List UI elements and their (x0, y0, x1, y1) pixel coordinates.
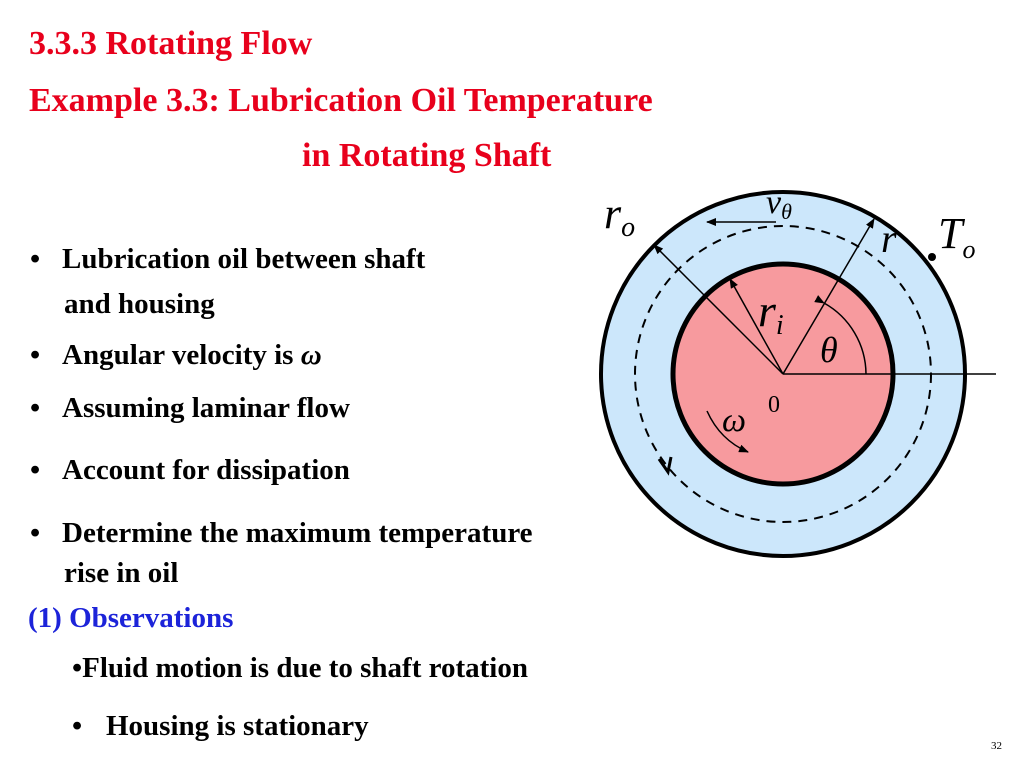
bullet-glyph: • (30, 392, 41, 424)
example-title: Example 3.3: Lubrication Oil Temperature (29, 82, 653, 119)
observation-text: Fluid motion is due to shaft rotation (82, 652, 528, 684)
label-origin: 0 (768, 392, 780, 418)
outer-radius-arrow (653, 244, 784, 375)
bullet-text: Assuming laminar flow (62, 392, 350, 424)
streamline-direction-chevron (657, 456, 673, 476)
slide-title: 3.3.3 Rotating Flow (29, 25, 313, 62)
bullet-glyph: • (30, 454, 41, 486)
bullet-glyph: • (30, 517, 41, 549)
omega-rotation-arrow (706, 410, 749, 453)
label-outer-temperature: To (938, 209, 975, 264)
label-outer-radius: ro (604, 189, 635, 243)
bullet-glyph: • (72, 652, 83, 684)
bullet-glyph: • (30, 243, 41, 275)
bullet-lubrication-oil-continued: and housing (64, 288, 215, 320)
inner-radius-arrow (729, 278, 784, 375)
page-number: 32 (991, 740, 1002, 752)
observation-item-shaft-rotation: •Fluid motion is due to shaft rotation (72, 654, 528, 683)
observations-heading: (1) Observations (28, 602, 234, 634)
observation-item-housing-stationary: • Housing is stationary (72, 712, 369, 741)
r-radius-arrow (782, 218, 875, 375)
bullet-text: Account for dissipation (62, 454, 350, 486)
example-title-continued: in Rotating Shaft (302, 137, 552, 174)
bullet-max-temperature: • Determine the maximum temperature (30, 519, 533, 548)
bullet-text: Determine the maximum temperature (62, 517, 533, 549)
bullet-angular-velocity: • Angular velocity is ω (30, 341, 322, 370)
label-v-theta: vθ (766, 184, 792, 224)
bullet-glyph: • (30, 339, 41, 371)
temperature-point-dot (928, 253, 936, 261)
bullet-glyph: • (72, 710, 83, 742)
bullet-text: Lubrication oil between shaft (62, 243, 426, 275)
bullet-dissipation: • Account for dissipation (30, 456, 350, 485)
theta-arc-arrow (814, 295, 867, 375)
label-r: r (881, 216, 897, 261)
bullet-lubrication-oil: • Lubrication oil between shaft (30, 245, 425, 274)
label-omega: ω (722, 402, 746, 439)
bullet-text: Angular velocity is (62, 339, 301, 371)
observation-text: Housing is stationary (106, 710, 369, 742)
omega-symbol: ω (300, 339, 322, 371)
bullet-max-temperature-continued: rise in oil (64, 557, 179, 589)
label-inner-radius: ri (758, 285, 784, 341)
label-theta: θ (820, 330, 838, 370)
bullet-laminar-flow: • Assuming laminar flow (30, 394, 350, 423)
